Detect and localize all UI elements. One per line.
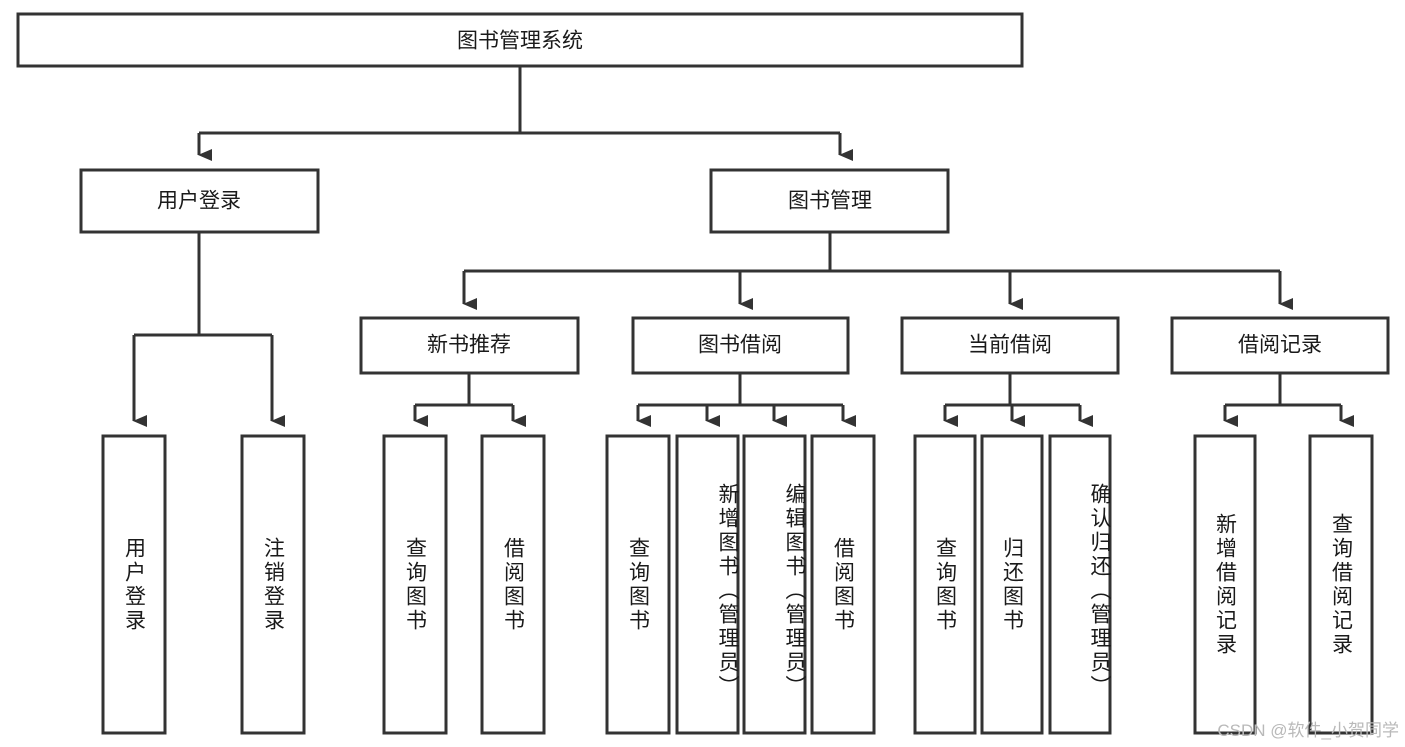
leaf-box-edit-book[interactable]: [742, 434, 807, 735]
leaf-box-add-record[interactable]: [1193, 434, 1257, 735]
leaf-box-query-book-3[interactable]: [913, 434, 977, 735]
connector-user-login-to-leaves: [132, 232, 285, 427]
node-user-login-box: [79, 168, 320, 234]
watermark: CSDN @软件_小贺同学: [1217, 721, 1399, 740]
node-current-borrow-box: [900, 316, 1120, 375]
connector-current-borrow-to-leaves: [943, 373, 1093, 427]
node-user-login-label: 用户登录: [157, 190, 241, 213]
node-new-book-recommend-box: [359, 316, 580, 375]
node-borrow-record-label: 借阅记录: [1238, 334, 1322, 357]
leaf-box-query-book-1[interactable]: [382, 434, 448, 735]
connector-new-book-recommend-to-leaves: [413, 373, 526, 427]
node-current-borrow-label: 当前借阅: [968, 334, 1052, 357]
connector-borrow-record-to-leaves: [1223, 373, 1354, 427]
node-borrow-record[interactable]: 借阅记录: [1170, 316, 1390, 375]
leaf-box-logout[interactable]: [240, 434, 306, 735]
node-book-borrow[interactable]: 图书借阅: [631, 316, 850, 375]
node-root-box: [16, 12, 1024, 68]
leaf-box-user-login[interactable]: [101, 434, 167, 735]
node-book-borrow-label: 图书借阅: [698, 334, 782, 357]
node-new-book-recommend-label: 新书推荐: [427, 334, 511, 357]
node-current-borrow[interactable]: 当前借阅: [900, 316, 1120, 375]
leaf-box-add-book[interactable]: [675, 434, 740, 735]
leaf-box-return-book[interactable]: [980, 434, 1044, 735]
leaf-box-borrow-book-1[interactable]: [480, 434, 546, 735]
leaf-box-query-record[interactable]: [1308, 434, 1374, 735]
leaf-box-query-book-2[interactable]: [605, 434, 671, 735]
connector-book-borrow-to-leaves: [636, 373, 856, 427]
connector-book-manage-to-level3: [462, 232, 1293, 310]
leaf-box-confirm-return[interactable]: [1048, 434, 1112, 735]
node-book-manage-label: 图书管理: [788, 190, 872, 213]
connector-root-to-level2: [197, 66, 853, 161]
node-root[interactable]: 图书管理系统: [16, 12, 1024, 68]
node-book-manage[interactable]: 图书管理: [709, 168, 950, 234]
node-root-label: 图书管理系统: [457, 30, 583, 53]
node-new-book-recommend[interactable]: 新书推荐: [359, 316, 580, 375]
node-user-login[interactable]: 用户登录: [79, 168, 320, 234]
leaf-box-borrow-book-2[interactable]: [810, 434, 876, 735]
